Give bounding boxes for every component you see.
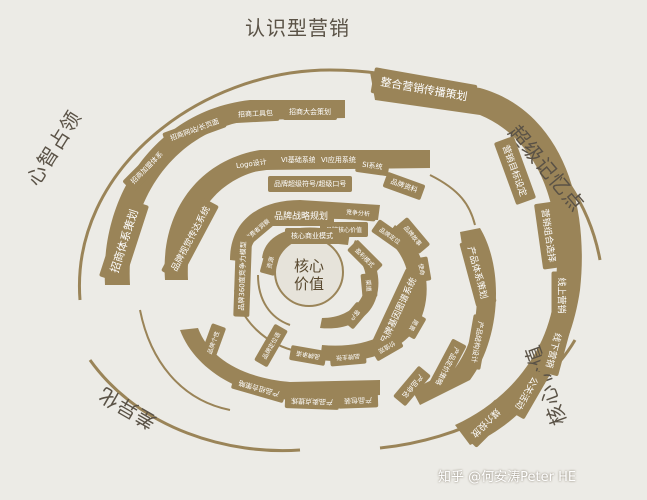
strategy-band-item: 竞争分析 <box>339 203 377 222</box>
product-band-item: 产品卖点提炼 <box>284 392 340 410</box>
visual-band-item: VI基础系统 <box>275 152 322 168</box>
recruit-band-arc <box>104 100 345 285</box>
recruit-lower-arc <box>139 309 231 411</box>
outer-band-item: 线上营销 <box>551 271 573 320</box>
visual-lower-arc <box>180 328 380 400</box>
inner-band-item: 渠道 <box>360 272 378 299</box>
visual-band-item: 品牌超级符号/超级口号 <box>268 176 353 192</box>
product-band-item: 产品包装 <box>337 391 379 409</box>
recruit-band-item: 招商工具包 <box>231 104 280 124</box>
outer-arc-bottom <box>88 359 301 453</box>
product-upper-arc <box>429 174 476 226</box>
innovation-band-header: 品牌360度竞争力模型 <box>233 235 253 317</box>
watermark-text: 知乎 @何安涛Peter HE <box>438 470 577 485</box>
corner-label-top: 认识型营销 <box>245 16 350 40</box>
strategy-band-header: 品牌战略规划 <box>268 205 335 226</box>
culture-band-item: 品牌主张 <box>329 348 367 367</box>
inner-band-header: 核心商业模式 <box>285 228 339 244</box>
inner-left-arc <box>257 274 291 326</box>
visual-band-arc <box>164 150 430 280</box>
core-value-label: 核心价值 <box>293 257 324 293</box>
recruit-band-item: 招商大会策划 <box>283 104 337 120</box>
visual-band-item: VI应用系统 <box>315 152 362 168</box>
